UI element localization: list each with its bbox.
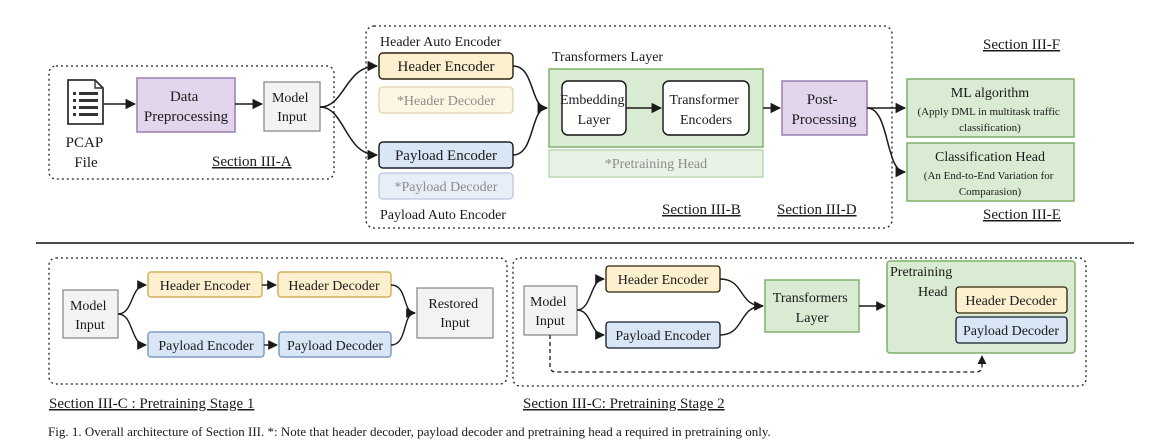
stage2-section-label: Section III-C: Pretraining Stage 2 bbox=[523, 396, 725, 412]
embedding-layer-label: Embedding Layer bbox=[560, 93, 628, 128]
pretraining-head-label: *Pretraining Head bbox=[605, 157, 707, 172]
payload-decoder-box bbox=[378, 172, 514, 200]
classification-head-box bbox=[906, 142, 1075, 202]
stage2-payload-encoder-label: Payload Encoder bbox=[615, 329, 711, 344]
stage1-section-label: Section III-C : Pretraining Stage 1 bbox=[49, 396, 254, 412]
stage2-pretraining-head-label: Pretraining Head bbox=[890, 265, 956, 300]
transformers-layer-title: Transformers Layer bbox=[552, 50, 663, 65]
stage1-container bbox=[48, 257, 508, 385]
model-input-box bbox=[263, 81, 321, 132]
header-decoder-label: *Header Decoder bbox=[397, 94, 496, 109]
model-input-label: Model Input bbox=[272, 91, 312, 125]
payload-auto-encoder-title: Payload Auto Encoder bbox=[380, 208, 506, 223]
header-auto-encoder-title: Header Auto Encoder bbox=[380, 35, 502, 50]
stage2-header-decoder-label: Header Decoder bbox=[965, 294, 1057, 309]
section-b-label: Section III-B bbox=[662, 202, 741, 218]
ml-algorithm-box bbox=[906, 78, 1075, 138]
data-preprocessing-box bbox=[136, 77, 236, 133]
transformer-encoders-label: Transformer Encoders bbox=[670, 93, 743, 128]
encoder-transformer-container bbox=[365, 25, 893, 229]
stage2-container bbox=[512, 257, 1087, 387]
post-processing-box bbox=[781, 80, 868, 136]
figure-caption: Fig. 1. Overall architecture of Section … bbox=[48, 424, 771, 439]
stage1-header-encoder-label: Header Encoder bbox=[160, 279, 251, 294]
data-preprocessing-label: Data Preprocessing bbox=[144, 89, 229, 125]
stage2-transformers-layer-box bbox=[764, 279, 860, 333]
stage1-header-decoder-label: Header Decoder bbox=[288, 279, 380, 294]
stage1-payload-decoder-label: Payload Decoder bbox=[287, 339, 383, 354]
header-encoder-label: Header Encoder bbox=[397, 59, 494, 75]
section-a-label: Section III-A bbox=[212, 154, 292, 170]
classification-head-subtitle: (An End-to-End Variation for Comparasion… bbox=[924, 170, 1056, 198]
file-icon bbox=[67, 79, 104, 125]
classification-head-title: Classification Head bbox=[935, 150, 1045, 165]
ml-algorithm-subtitle: (Apply DML in multitask traffic classifi… bbox=[917, 106, 1062, 134]
stage1-restored-input-label: Restored Input bbox=[428, 297, 481, 331]
section-a-container bbox=[48, 65, 335, 180]
stage2-transformers-layer-label: Transformers Layer bbox=[773, 291, 851, 326]
section-f-label: Section III-F bbox=[983, 37, 1060, 53]
header-decoder-box bbox=[378, 86, 514, 114]
payload-encoder-label: Payload Encoder bbox=[395, 148, 497, 164]
stage2-header-encoder-label: Header Encoder bbox=[618, 273, 709, 288]
stage1-model-input-box bbox=[62, 289, 119, 339]
stage2-payload-decoder-label: Payload Decoder bbox=[963, 324, 1059, 339]
section-e-label: Section III-E bbox=[983, 207, 1061, 223]
transformer-encoders-box bbox=[662, 80, 750, 136]
payload-decoder-label: *Payload Decoder bbox=[394, 180, 497, 195]
stage1-restored-input-box bbox=[416, 287, 494, 339]
section-d-label: Section III-D bbox=[777, 202, 857, 218]
stage1-payload-encoder-label: Payload Encoder bbox=[158, 339, 254, 354]
pretraining-head-box bbox=[548, 149, 764, 178]
post-processing-label: Post- Processing bbox=[792, 92, 857, 128]
stage1-model-input-label: Model Input bbox=[70, 299, 110, 333]
stage2-model-input-label: Model Input bbox=[530, 295, 570, 329]
pcap-file-label: PCAP File bbox=[66, 135, 107, 171]
ml-algorithm-title: ML algorithm bbox=[951, 86, 1030, 101]
